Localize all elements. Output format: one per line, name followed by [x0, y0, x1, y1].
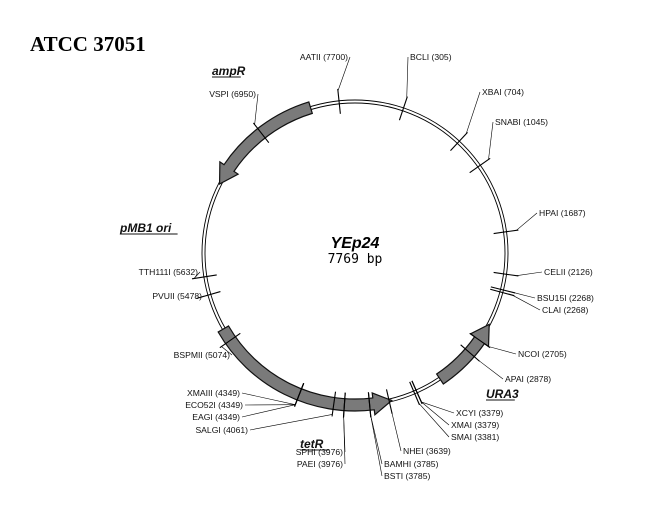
- site-label-eagi-4349: EAGI (4349): [192, 412, 240, 422]
- gene-label-pmb1-ori: pMB1 ori: [119, 221, 172, 235]
- site-label-bamhi-3785: BAMHI (3785): [384, 459, 439, 469]
- site-leader-hpai-1687: [516, 212, 538, 231]
- site-tick-xmai-3379: [411, 380, 423, 404]
- gene-arc-tetr: [217, 325, 393, 416]
- site-tick-hpai-1687: [493, 229, 519, 235]
- site-label-xmai-3379: XMAI (3379): [451, 420, 499, 430]
- site-label-nhei-3639: NHEI (3639): [403, 446, 451, 456]
- site-leader-tth111i-5632: [193, 271, 201, 279]
- site-label-xmaiii-4349: XMAIII (4349): [187, 388, 240, 398]
- site-label-aatii-7700: AATII (7700): [300, 52, 348, 62]
- site-tick-clai-2268: [490, 288, 515, 297]
- site-tick-salgi-4061: [331, 391, 337, 417]
- site-tick-tth111i-5632: [191, 274, 217, 280]
- site-leader-clai-2268: [512, 294, 541, 311]
- site-leader-bsti-3785: [370, 415, 383, 477]
- site-leader-nhei-3639: [391, 411, 402, 452]
- site-label-apai-2878: APAI (2878): [505, 374, 551, 384]
- site-tick-smai-3381: [409, 381, 420, 406]
- plasmid-size: 7769 bp: [328, 252, 383, 267]
- site-leader-snabi-1045: [488, 121, 494, 160]
- gene-label-tetr: tetR: [300, 437, 324, 451]
- site-label-hpai-1687: HPAI (1687): [539, 208, 586, 218]
- site-label-pvuii-5478: PVUII (5478): [152, 291, 202, 301]
- site-leader-bspmii-5074: [221, 346, 233, 356]
- site-label-eco52i-4349: ECO52I (4349): [185, 400, 243, 410]
- site-tick-bsti-3785: [367, 392, 372, 418]
- site-leader-vspi-6950: [254, 93, 259, 125]
- site-label-bsu15i-2268: BSU15I (2268): [537, 293, 594, 303]
- site-leader-xmaiii-4349: [241, 392, 296, 405]
- page-title: ATCC 37051: [30, 32, 146, 56]
- site-label-bcli-305: BCLI (305): [410, 52, 452, 62]
- site-tick-nhei-3639: [385, 389, 393, 414]
- site-label-salgi-4061: SALGI (4061): [195, 425, 248, 435]
- gene-labels: ampR pMB1 ori tetR URA3: [119, 64, 519, 451]
- site-label-sphi-3976: SPHI (3976): [296, 447, 343, 457]
- site-label-bspmii-5074: BSPMII (5074): [174, 350, 230, 360]
- site-leader-bsu15i-2268: [513, 292, 536, 299]
- site-label-vspi-6950: VSPI (6950): [209, 89, 256, 99]
- gene-arcs: [217, 101, 490, 416]
- site-label-bsti-3785: BSTI (3785): [384, 471, 430, 481]
- site-label-snabi-1045: SNABI (1045): [495, 117, 548, 127]
- site-leader-pvuii-5478: [198, 295, 205, 299]
- site-leader-paei-3976: [343, 415, 346, 465]
- site-leader-aatii-7700: [337, 56, 351, 91]
- site-label-xbai-704: XBAI (704): [482, 87, 524, 97]
- site-tick-aatii-7700: [337, 88, 341, 114]
- site-label-ncoi-2705: NCOI (2705): [518, 349, 567, 359]
- site-tick-ncoi-2705: [469, 332, 491, 349]
- site-leader-celii-2126: [516, 271, 543, 276]
- site-label-celii-2126: CELII (2126): [544, 267, 593, 277]
- site-tick-vspi-6950: [252, 122, 270, 144]
- site-tick-bsu15i-2268: [490, 286, 516, 294]
- site-leader-bamhi-3785: [370, 415, 383, 465]
- site-leader-salgi-4061: [249, 414, 333, 431]
- site-leader-xbai-704: [465, 91, 481, 134]
- site-label-smai-3381: SMAI (3381): [451, 432, 499, 442]
- site-tick-paei-3976: [342, 392, 346, 418]
- restriction-sites: AATII (7700) BCLI (305) XBAI (704) SNABI (1…: [139, 52, 594, 481]
- site-tick-bcli-305: [398, 96, 408, 121]
- site-leader-xmai-3379: [421, 401, 450, 426]
- site-leader-smai-3381: [418, 402, 450, 438]
- site-label-clai-2268: CLAI (2268): [542, 305, 588, 315]
- plasmid-name: YEp24: [331, 235, 380, 252]
- site-label-tth111i-5632: TTH111I (5632): [139, 267, 199, 277]
- site-leader-bcli-305: [406, 56, 409, 99]
- site-tick-snabi-1045: [469, 157, 491, 174]
- site-label-xcyi-3379: XCYI (3379): [456, 408, 503, 418]
- site-tick-xbai-704: [450, 131, 468, 151]
- site-label-paei-3976: PAEI (3976): [297, 459, 343, 469]
- site-tick-bspmii-5074: [219, 332, 241, 349]
- site-leader-eagi-4349: [241, 404, 296, 418]
- gene-arc-ura3: [435, 323, 490, 385]
- site-leader-ncoi-2705: [488, 346, 517, 355]
- site-tick-xmaiii-4349: [294, 383, 305, 407]
- site-leader-apai-2878: [477, 359, 504, 380]
- site-leader-xcyi-3379: [421, 401, 455, 414]
- site-tick-apai-2878: [460, 344, 480, 362]
- gene-label-ampr: ampR: [212, 64, 246, 78]
- gene-arc-ampr: [218, 101, 314, 185]
- gene-label-ura3: URA3: [486, 387, 519, 401]
- site-tick-celii-2126: [493, 271, 519, 277]
